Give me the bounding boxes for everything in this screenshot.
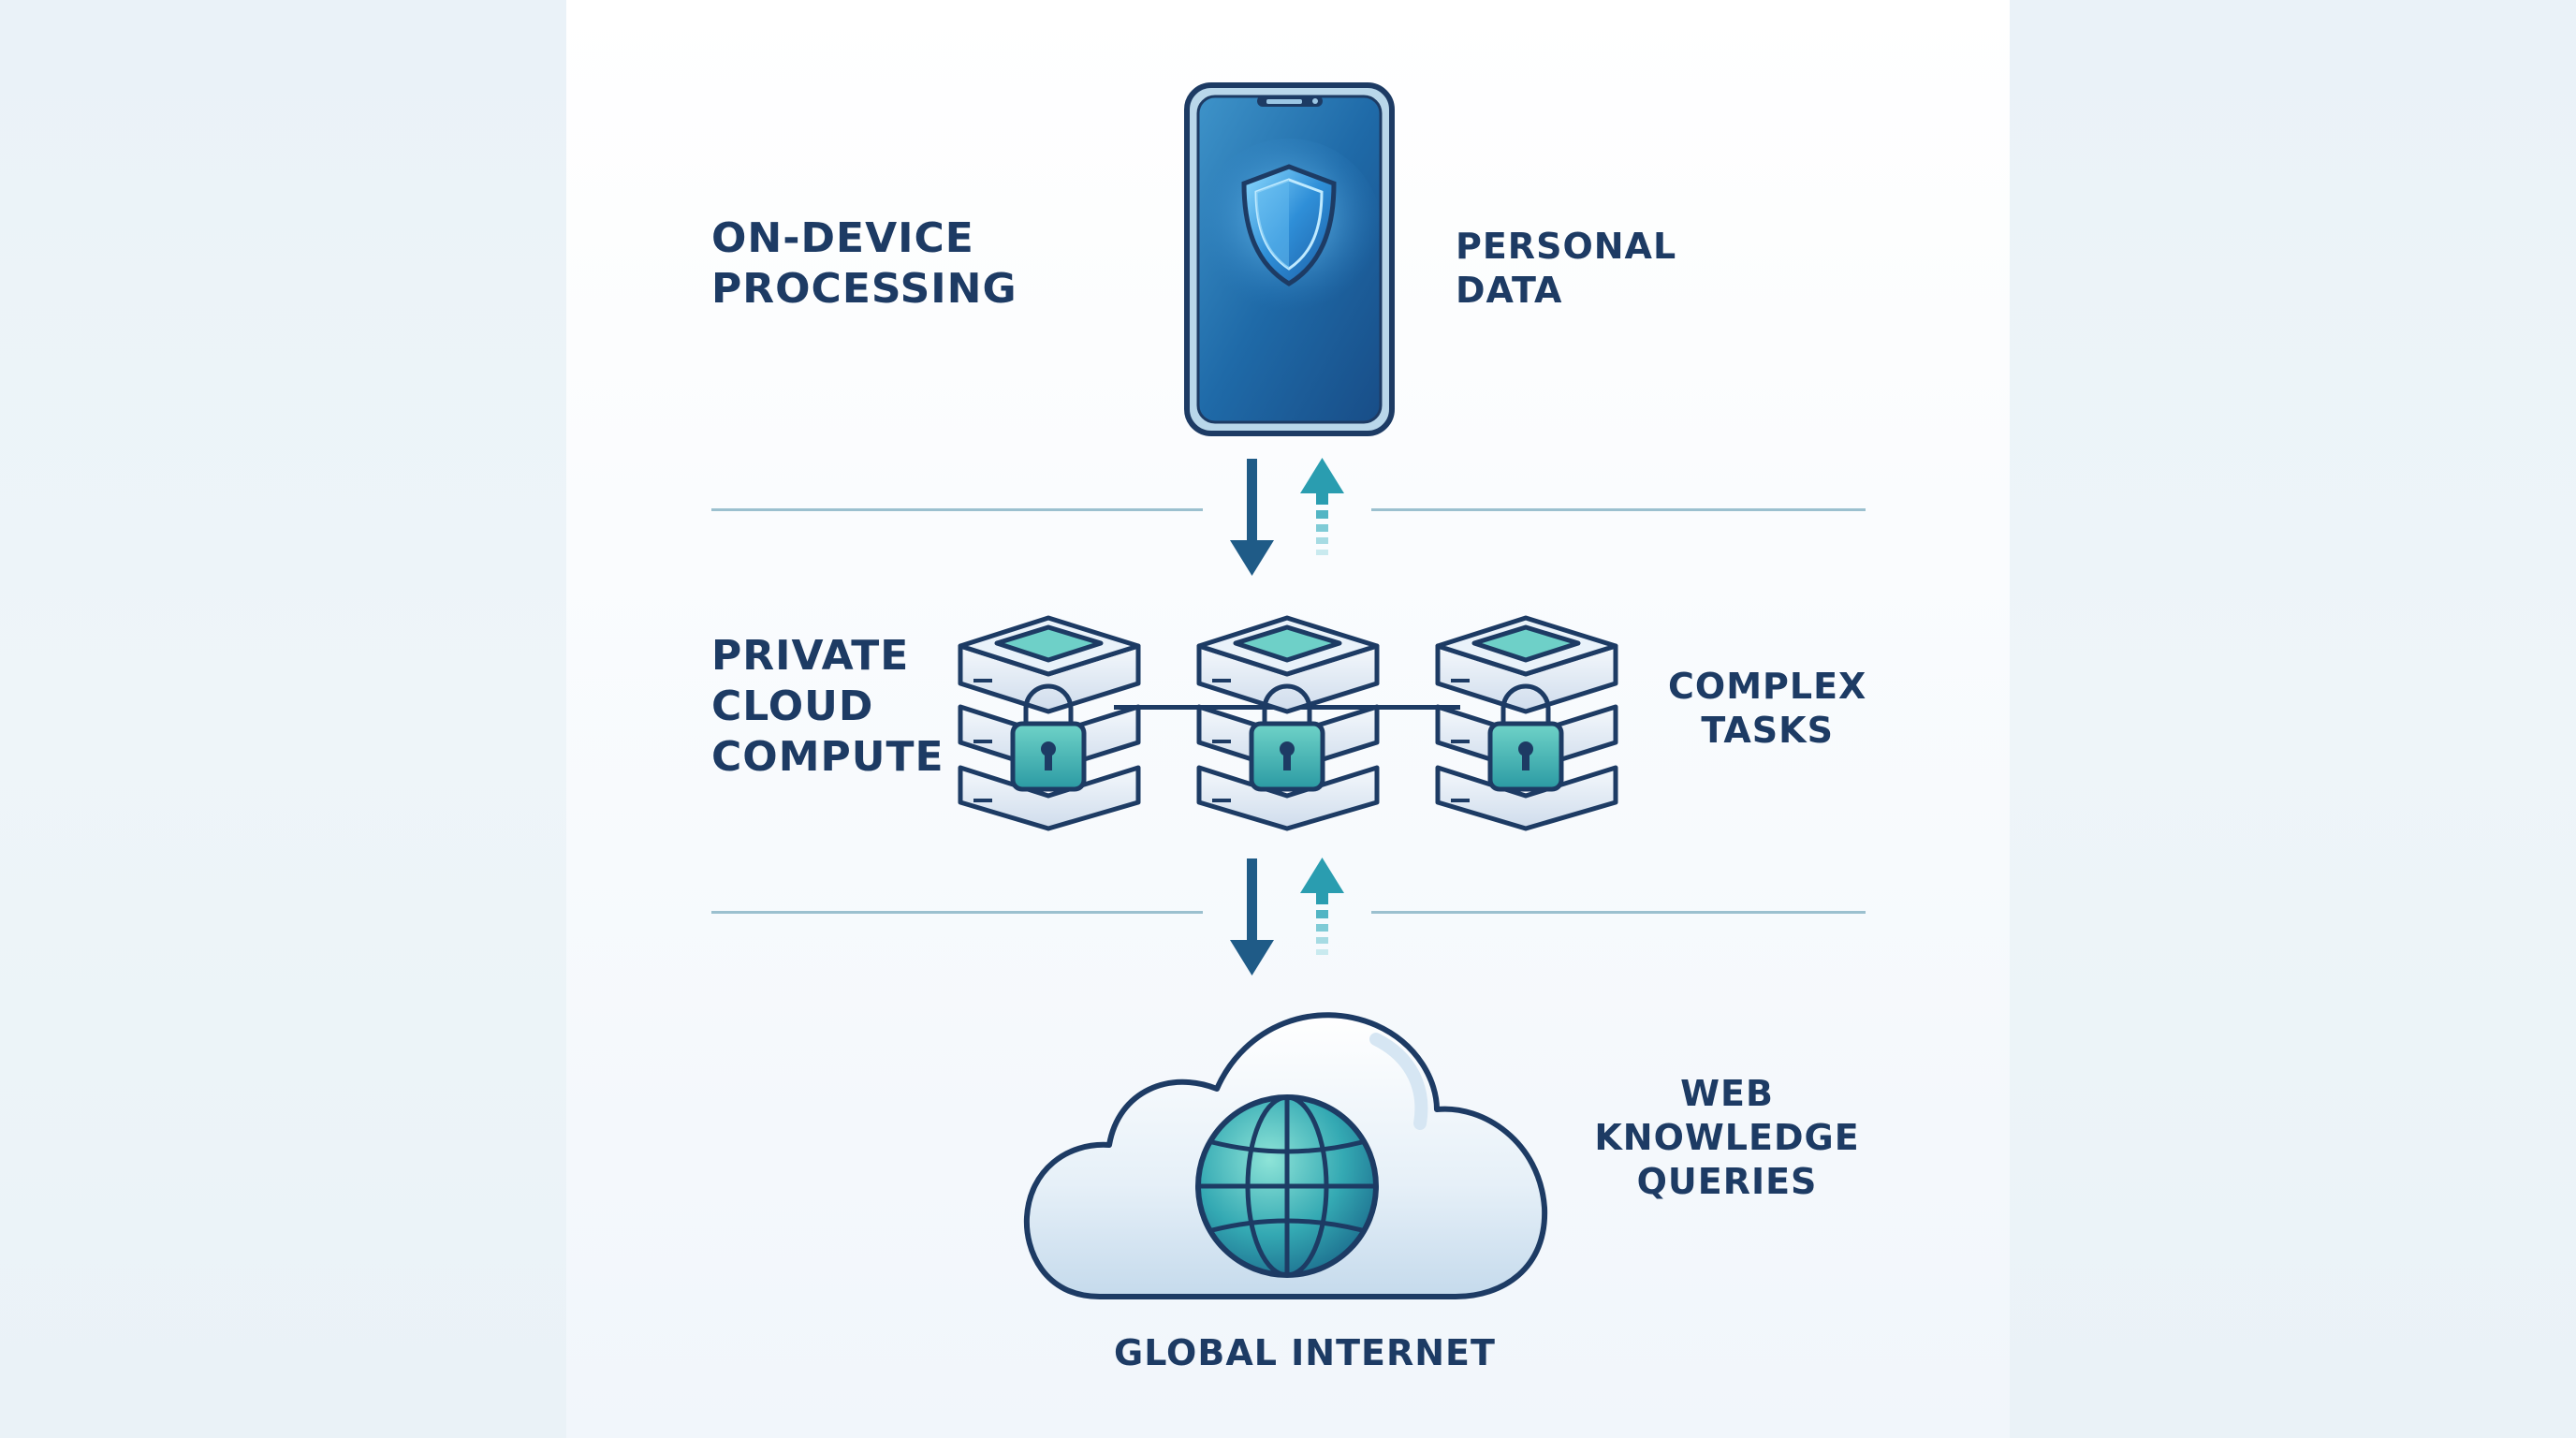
layer-note-internet: WEB KNOWLEDGE QUERIES	[1594, 1073, 1860, 1202]
layer-note-device: PERSONAL DATA	[1456, 226, 1677, 311]
divider-bottom-left	[711, 911, 1203, 914]
layer-label-cloud-compute: PRIVATE CLOUD COMPUTE	[711, 632, 944, 781]
arrow-up-to-cloud-compute-icon	[1300, 858, 1344, 955]
layer-label-internet: GLOBAL INTERNET	[1114, 1332, 1496, 1373]
smartphone-shield-icon	[1184, 82, 1395, 436]
arrow-down-to-cloud-icon	[1230, 459, 1274, 576]
layer-note-cloud-compute: COMPLEX TASKS	[1668, 666, 1867, 751]
left-margin	[0, 0, 566, 1438]
locked-server-icon	[958, 615, 1141, 831]
locked-server-icon	[1435, 615, 1618, 831]
layer-label-device: ON-DEVICE PROCESSING	[711, 214, 1017, 313]
divider-top-right	[1371, 508, 1866, 511]
arrow-up-to-device-icon	[1300, 458, 1344, 555]
arrow-down-to-internet-icon	[1230, 858, 1274, 976]
divider-top-left	[711, 508, 1203, 511]
right-margin	[2010, 0, 2576, 1438]
locked-server-icon	[1196, 615, 1380, 831]
divider-bottom-right	[1371, 911, 1866, 914]
cloud-globe-icon	[1023, 1012, 1548, 1299]
